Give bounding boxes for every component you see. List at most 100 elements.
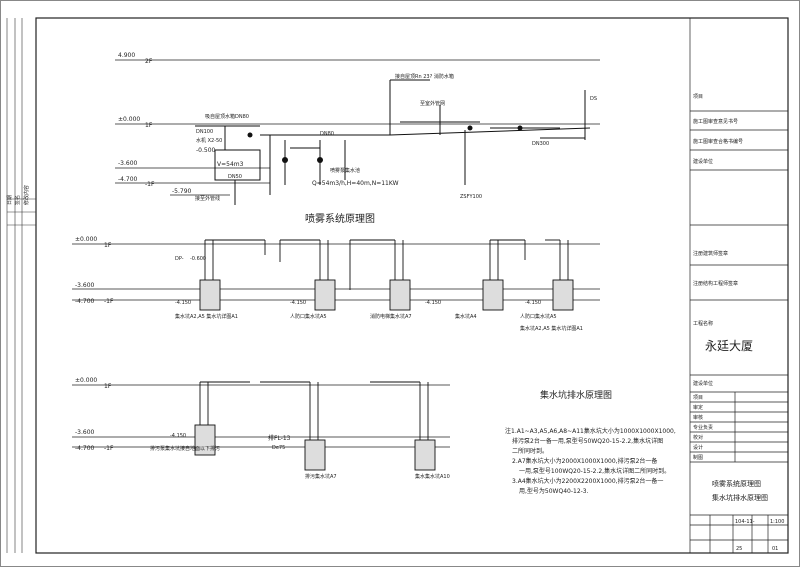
note-1c: 二所同时到。 bbox=[512, 447, 548, 455]
label-tank-volume: V=54m3 bbox=[217, 161, 244, 168]
sump-title: 集水坑排水原理图 bbox=[540, 389, 612, 401]
pit-unit-3 bbox=[349, 239, 411, 311]
spray-floor-2f: 2F bbox=[145, 58, 153, 65]
upper-depth-1: -4.150 bbox=[175, 300, 191, 306]
tb-label-9: 审定 bbox=[693, 404, 703, 411]
label-tank-inlet: 吸自屋顶水箱DN80 bbox=[205, 113, 249, 120]
tb-label-1: 施工图审查意见书号 bbox=[693, 118, 738, 125]
side-label-date: 日期 bbox=[7, 195, 13, 205]
sump-floor-m1f: -1F bbox=[104, 298, 114, 305]
tb-label-5: 注册结构工程师签章 bbox=[693, 280, 738, 287]
spray-level-4900: 4.900 bbox=[118, 52, 135, 59]
label-level-0500: -0.500 bbox=[196, 147, 216, 154]
lower-pit-label-3: 集水集水坑A10 bbox=[415, 473, 450, 480]
date-value: 104-11- bbox=[735, 519, 755, 525]
sump2-level-4700: -4.700 bbox=[75, 445, 95, 452]
label-spray-pump: 喷雾泵集水池 bbox=[330, 167, 360, 174]
pit-label-3: 消防电梯集水坑A7 bbox=[370, 313, 412, 320]
note-1: 注1.A1~A3,A5,A6,A8~A11集水坑大小为1000X1000X100… bbox=[505, 427, 676, 435]
label-zsfy: ZSFY100 bbox=[460, 194, 482, 200]
tb-label-12: 校对 bbox=[693, 434, 703, 441]
label-tank-note: 水机 X2-50 bbox=[196, 137, 222, 144]
scale-value: 1:100 bbox=[770, 519, 784, 525]
spray-level-5790: -5.790 bbox=[172, 188, 192, 195]
pit-label-2: 人防口集水坑A5 bbox=[290, 313, 327, 320]
spray-floor-1f: 1F bbox=[145, 122, 153, 129]
tb-label-13: 设计 bbox=[693, 444, 703, 451]
upper-depth2-1: -0.600 bbox=[190, 256, 206, 262]
side-label-sign: 签名 bbox=[14, 195, 21, 205]
lower-pit-unit-2 bbox=[260, 381, 326, 471]
label-pump-dn50: DN50 bbox=[228, 174, 242, 180]
lower-pit-unit-1 bbox=[194, 381, 250, 456]
label-ds: DS bbox=[590, 96, 597, 102]
inner-frame bbox=[35, 17, 789, 554]
spray-valves bbox=[247, 125, 523, 163]
pit-unit-2 bbox=[279, 239, 336, 311]
sump2-floor-m1f: -1F bbox=[104, 445, 114, 452]
tb-label-7: 建设单位 bbox=[693, 380, 713, 387]
tb-label-10: 审核 bbox=[693, 414, 703, 421]
lower-pit-label-1: 排污泵集水坑接自地面以下排污 bbox=[150, 445, 220, 452]
upper-depth-3: -4.150 bbox=[425, 300, 441, 306]
fl-label: 排FL-13 bbox=[268, 434, 291, 442]
spray-floor-m1f: -1F bbox=[145, 181, 155, 188]
label-pump-formula: Q=54m3/h,H=40m,N=11KW bbox=[312, 180, 399, 187]
lower-depth-1: -4.150 bbox=[170, 433, 186, 439]
note-2: 2.A7集水坑大小为2000X1000X1000,排污泵2台一备 bbox=[512, 457, 657, 465]
note-3b: 用,型号为50WQ40-12-3. bbox=[519, 487, 589, 495]
sump-level-0000: ±0.000 bbox=[75, 236, 97, 243]
note-3: 3.A4集水坑大小为2200X2200X1000,排污泵2台一备一 bbox=[512, 477, 663, 485]
sump-level-4700: -4.700 bbox=[75, 298, 95, 305]
label-roof-line: 接自屋顶Rn 23? 消防水箱 bbox=[395, 73, 454, 80]
sump2-floor-1f: 1F bbox=[104, 383, 112, 390]
de-label: De75 bbox=[272, 445, 285, 451]
sump2-level-0000: ±0.000 bbox=[75, 377, 97, 384]
sump-floor-1f: 1F bbox=[104, 242, 112, 249]
tb-label-6: 工程名称 bbox=[693, 320, 713, 327]
tb-label-14: 制图 bbox=[693, 454, 703, 461]
label-outdoor: 至室外管网 bbox=[420, 100, 445, 107]
page-no: 25 bbox=[736, 546, 742, 552]
drawing-name-1: 喷雾系统原理图 bbox=[712, 479, 761, 488]
title-block-lines bbox=[689, 18, 788, 553]
pit-label-6: 集水坑A2,A5 集水坑详图A1 bbox=[520, 325, 583, 332]
spray-level-0000: ±0.000 bbox=[118, 116, 140, 123]
sump-level-3600: -3.600 bbox=[75, 282, 95, 289]
tb-label-0: 项目 bbox=[693, 94, 703, 100]
spray-level-lines bbox=[115, 59, 600, 196]
sump-level-lines bbox=[72, 243, 600, 448]
lower-pit-unit-3 bbox=[370, 381, 436, 471]
label-dn300: DN300 bbox=[532, 141, 549, 147]
tb-label-3: 建设单位 bbox=[693, 158, 713, 165]
sheet-no: 01 bbox=[772, 546, 778, 552]
note-2b: 一用,泵型号100WQ20-15-2.2,集水坑详图二所同时到。 bbox=[519, 467, 670, 475]
tb-label-11: 专业负责 bbox=[693, 424, 713, 431]
lower-pit-label-2: 排污集水坑A7 bbox=[305, 473, 337, 480]
tb-label-2: 施工图审查合格书编号 bbox=[693, 138, 743, 145]
note-1b: 排污泵2台一备一用,泵型号50WQ20-15-2.2,集水坑详图 bbox=[512, 437, 663, 445]
label-dn80: DN80 bbox=[320, 131, 334, 137]
pit-unit-4 bbox=[482, 239, 526, 311]
upper-depth-4: -4.150 bbox=[525, 300, 541, 306]
pit-unit-5 bbox=[545, 239, 574, 311]
revision-strip bbox=[6, 18, 36, 553]
project-name: 永廷大厦 bbox=[705, 339, 753, 353]
label-dn100: DN100 bbox=[196, 129, 213, 135]
pit-unit-1 bbox=[199, 239, 266, 311]
pit-label-1: 集水坑A2,A5 集水坑详图A1 bbox=[175, 313, 238, 320]
spray-level-3600: -3.600 bbox=[118, 160, 138, 167]
drawing-name-2: 集水坑排水原理图 bbox=[712, 493, 768, 502]
tb-label-8: 项目 bbox=[693, 395, 703, 401]
spray-level-4700: -4.700 bbox=[118, 176, 138, 183]
spray-title: 喷雾系统原理图 bbox=[305, 212, 375, 225]
side-label-change: 修改内容 bbox=[23, 185, 30, 205]
spray-piping bbox=[195, 79, 591, 205]
tb-label-4: 注册建筑师签章 bbox=[693, 250, 728, 257]
pit-label-5: 人防口集水坑A5 bbox=[520, 313, 557, 320]
pit-label-4: 集水坑A4 bbox=[455, 313, 477, 320]
label-drain: 接至外管线 bbox=[195, 195, 220, 202]
upper-depth-2: -4.150 bbox=[290, 300, 306, 306]
